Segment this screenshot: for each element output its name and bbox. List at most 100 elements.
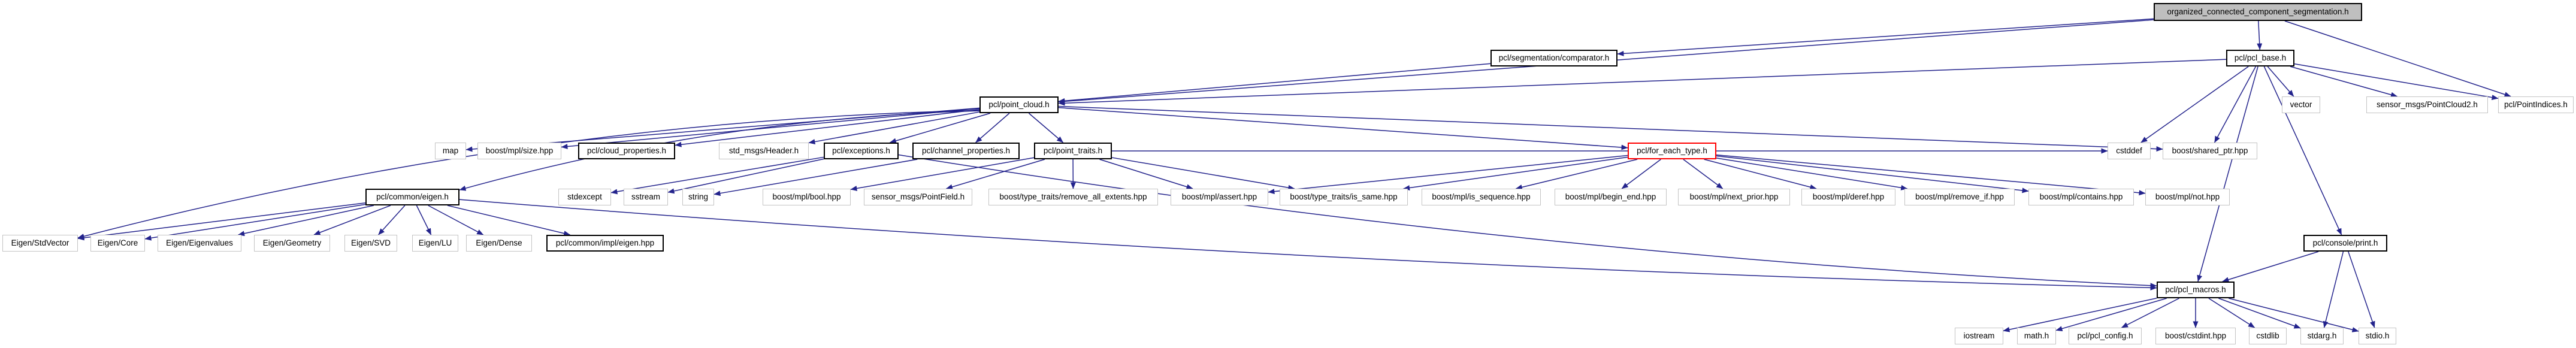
node-cstddef: cstddef [2108,143,2151,159]
edge-for_each_type-contains [1716,155,2029,193]
node-cstdint: boost/cstdint.hpp [2155,328,2236,344]
edge-point_traits-is_same [1111,157,1295,190]
edge-common_eigen-eigen_stdvector [77,202,366,241]
edge-pcl_base-vector [2267,66,2294,97]
node-is_same: boost/type_traits/is_same.hpp [1280,189,1408,205]
edge-pcl_macros-math [2055,298,2167,331]
node-contains: boost/mpl/contains.hpp [2028,189,2134,205]
edge-pcl_base-console_print [2263,66,2342,235]
edge-pcl_base-pcl_macros [2197,66,2258,282]
node-console_print[interactable]: pcl/console/print.h [2303,235,2387,252]
edge-for_each_type-mpl_not [1716,154,2146,196]
edge-pcl_base-point_cloud [1058,59,2227,106]
edge-exceptions-sstream [667,158,824,194]
edge-common_eigen-eigen_svd [378,205,406,235]
node-eigen_lu: Eigen/LU [412,235,458,252]
edge-common_eigen-pcl_macros [459,199,2157,290]
node-eigen_core: Eigen/Core [90,235,145,252]
node-common_eigen[interactable]: pcl/common/eigen.h [365,189,459,205]
node-mpl_not: boost/mpl/not.hpp [2145,189,2230,205]
edge-root-pcl_base [2257,20,2263,50]
edge-point_cloud-shared_ptr [1058,105,2163,152]
edge-exceptions-pcl_macros [898,154,2157,289]
edge-point_cloud-exceptions [889,113,991,144]
node-remove_all_extents: boost/type_traits/remove_all_extents.hpp [988,189,1158,205]
edge-for_each_type-deref [1704,159,1817,190]
node-pcl_base[interactable]: pcl/pcl_base.h [2226,50,2294,66]
node-for_each_type[interactable]: pcl/for_each_type.h [1628,143,1716,159]
node-next_prior: boost/mpl/next_prior.hpp [1678,189,1790,205]
edge-point_cloud-channel_props [975,113,1010,143]
edge-pcl_base-shared_ptr [2214,66,2257,143]
edge-point_traits-mpl_assert [1099,159,1193,190]
node-stdarg: stdarg.h [2300,328,2344,344]
edge-for_each_type-begin_end [1621,159,1661,189]
node-pointfield: sensor_msgs/PointField.h [864,189,972,205]
node-eigen_dense: Eigen/Dense [466,235,532,252]
edge-common_eigen-eigen_lu [416,205,432,235]
node-header: std_msgs/Header.h [719,143,809,159]
edge-for_each_type-mpl_assert [1268,155,1628,195]
node-eigen_stdvector: Eigen/StdVector [2,235,78,252]
node-pcl_config: pcl/pcl_config.h [2069,328,2142,344]
node-stdio: stdio.h [2359,328,2396,344]
node-is_sequence: boost/mpl/is_sequence.hpp [1422,189,1541,205]
node-stdexcept: stdexcept [558,189,611,205]
node-map: map [435,143,466,159]
edge-console_print-stdarg [2323,251,2344,328]
edge-console_print-pcl_macros [2222,251,2319,283]
node-mpl_assert: boost/mpl/assert.hpp [1171,189,1268,205]
edge-pcl_macros-stdio [2228,298,2359,332]
edge-root-comparator [1617,18,2154,56]
edge-point_cloud-common_eigen [459,110,980,191]
edge-point_cloud-mpl_size [561,108,980,150]
edge-point_cloud-header [808,111,980,145]
node-channel_props[interactable]: pcl/channel_properties.h [912,143,1020,159]
node-math: math.h [2017,328,2056,344]
node-point_cloud[interactable]: pcl/point_cloud.h [979,96,1059,113]
node-vector: vector [2282,96,2320,113]
edge-common_eigen-eigen_eigenvalues [238,205,374,237]
node-shared_ptr: boost/shared_ptr.hpp [2163,143,2257,159]
node-mpl_size: boost/mpl/size.hpp [477,143,561,159]
node-exceptions[interactable]: pcl/exceptions.h [824,143,899,159]
edge-pcl_base-cstddef [2140,66,2249,143]
edge-pcl_base-pointindices [2294,63,2499,100]
node-root[interactable]: organized_connected_component_segmentati… [2154,3,2362,21]
edge-pcl_macros-cstdlib [2208,298,2255,328]
edge-root-pointindices [2284,20,2511,97]
edge-channel_props-string [713,159,918,196]
node-eigen_geometry: Eigen/Geometry [254,235,330,252]
node-eigen_eigenvalues: Eigen/Eigenvalues [158,235,241,252]
edge-common_eigen-eigen_core [144,204,366,241]
node-deref: boost/mpl/deref.hpp [1801,189,1895,205]
node-mpl_bool: boost/mpl/bool.hpp [763,189,851,205]
edge-console_print-stdio [2348,251,2375,328]
node-remove_if: boost/mpl/remove_if.hpp [1904,189,2015,205]
edge-point_cloud-eigen_stdvector [77,110,980,239]
edge-point_cloud-point_traits [1028,113,1064,143]
edge-common_eigen-eigen_dense [428,205,484,235]
edge-point_traits-pointfield [946,159,1045,190]
edge-pcl_base-pointcloud2 [2290,66,2397,98]
node-string: string [682,189,714,205]
node-eigen_svd: Eigen/SVD [344,235,397,252]
edge-pcl_macros-stdarg [2218,298,2301,329]
edge-pcl_macros-pcl_config [2121,298,2179,328]
node-comparator[interactable]: pcl/segmentation/comparator.h [1490,50,1617,66]
node-cstdlib: cstdlib [2249,328,2287,344]
edge-for_each_type-remove_if [1716,158,1908,190]
edge-common_eigen-eigen_geometry [313,205,391,235]
node-cloud_props[interactable]: pcl/cloud_properties.h [578,143,675,159]
node-point_traits[interactable]: pcl/point_traits.h [1034,143,1112,159]
edge-pcl_macros-iostream [2003,298,2157,332]
edge-exceptions-stdexcept [610,156,824,195]
node-pcl_macros[interactable]: pcl/pcl_macros.h [2157,282,2235,298]
edge-comparator-point_cloud [1058,63,1491,104]
node-impl_eigen[interactable]: pcl/common/impl/eigen.hpp [546,235,664,252]
node-sstream: sstream [624,189,668,205]
edge-point_cloud-cloud_props [675,109,980,147]
edge-point_traits-mpl_bool [850,157,1035,191]
edge-point_cloud-for_each_type [1058,107,1628,150]
